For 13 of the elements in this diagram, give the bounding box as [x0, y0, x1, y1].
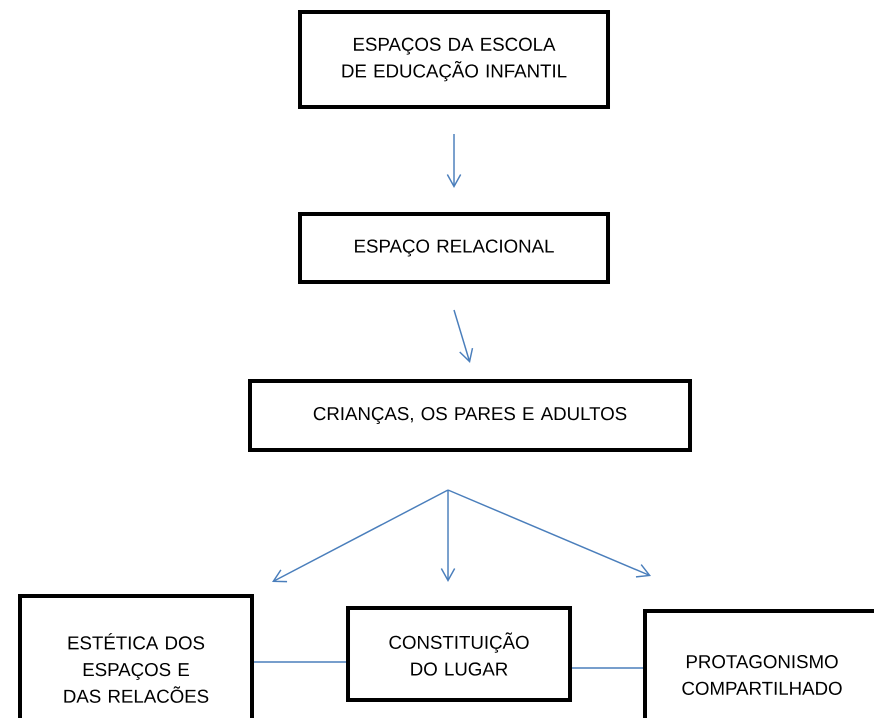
arrow [446, 134, 462, 188]
arrow [440, 490, 456, 582]
arrow [448, 489, 651, 578]
text-box: CRIANÇAS, OS PARES E ADULTOS [248, 379, 692, 452]
text-box: PROTAGONISMO COMPARTILHADO [643, 609, 874, 718]
connector-line [572, 667, 643, 669]
text-box: ESPAÇOS DA ESCOLA DE EDUCAÇÃO INFANTIL [298, 10, 610, 109]
text-box: ESPAÇO RELACIONAL [298, 212, 610, 284]
text-box: CONSTITUIÇÃO DO LUGAR [346, 606, 572, 702]
arrow [272, 489, 448, 582]
arrow [453, 310, 474, 363]
text-box: ESTÉTICA DOS ESPAÇOS E DAS RELACÕES [18, 594, 254, 718]
connector-line [254, 661, 346, 663]
